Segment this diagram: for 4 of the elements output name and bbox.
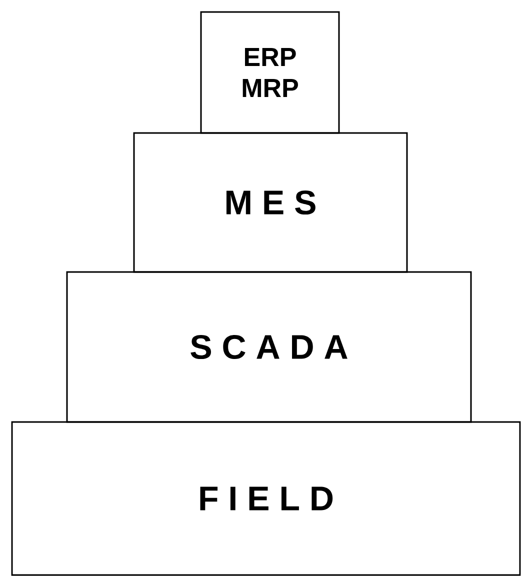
level-box: S C A D A <box>66 271 472 423</box>
level-box: ERP MRP <box>200 11 340 134</box>
level-box: M E S <box>133 132 408 273</box>
level-box: F I E L D <box>11 421 521 576</box>
